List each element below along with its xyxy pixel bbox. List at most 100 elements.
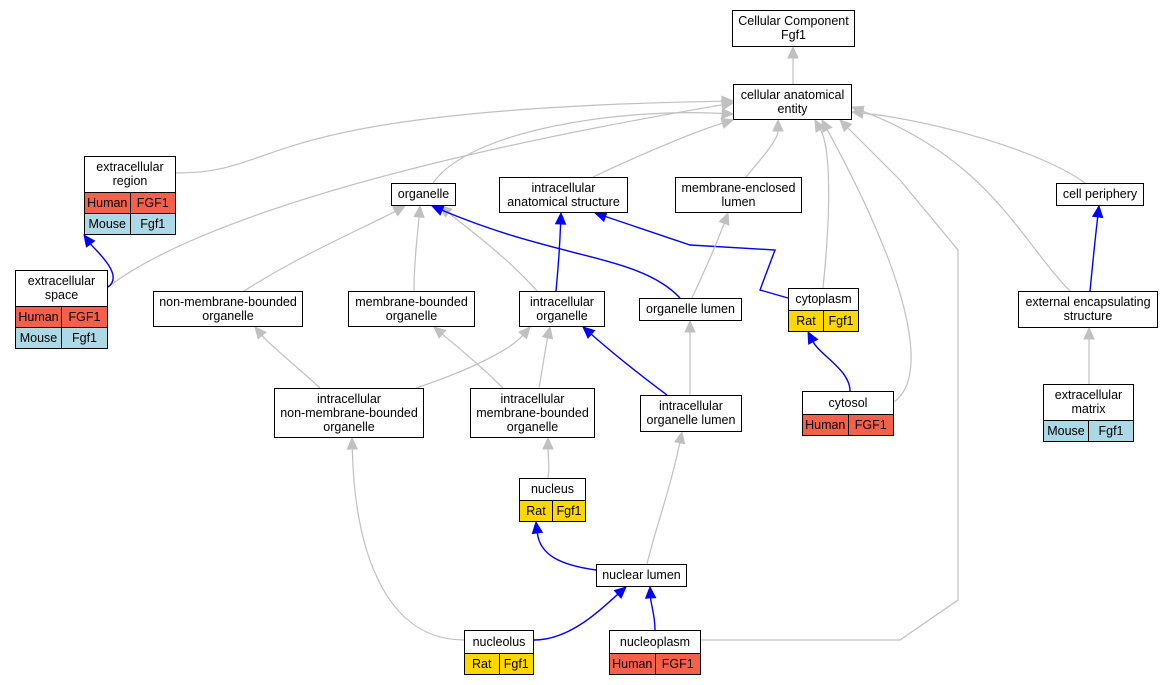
edge-line	[605, 215, 789, 299]
node-mel[interactable]: membrane-enclosed lumen	[675, 177, 802, 213]
node-imbo[interactable]: intracellular membrane-bounded organelle	[470, 388, 595, 438]
edge-line	[448, 212, 538, 292]
edge-line	[89, 243, 114, 288]
arrowhead-icon	[839, 119, 853, 133]
node-label: Cellular Component Fgf1	[738, 14, 849, 42]
edge-mel-to-cae	[745, 118, 784, 178]
node-label: external encapsulating structure	[1025, 295, 1151, 323]
species-label: Rat	[526, 504, 546, 518]
gene-label: Fgf1	[61, 328, 107, 348]
node-inmbo[interactable]: intracellular non-membrane-bounded organ…	[274, 388, 424, 438]
node-root[interactable]: Cellular Component Fgf1	[732, 10, 855, 47]
arrowhead-icon	[593, 211, 608, 223]
edge-io-to-ias	[554, 211, 567, 292]
node-io[interactable]: intracellular organelle	[519, 291, 605, 327]
gene-label: Fgf1	[498, 654, 534, 674]
arrowhead-icon	[721, 107, 735, 120]
node-label: intracellular membrane-bounded organelle	[476, 391, 589, 434]
edge-line	[175, 100, 723, 174]
node-ias[interactable]: intracellular anatomical structure	[499, 177, 628, 213]
edge-io-to-organelle	[439, 205, 538, 292]
arrowhead-icon	[433, 326, 447, 339]
edge-nucleolus-to-inmbo	[346, 436, 465, 641]
node-label: nuclear lumen	[602, 568, 681, 582]
edge-iol-to-ol	[684, 319, 696, 396]
arrowhead-icon	[807, 330, 819, 345]
edge-nuclear-lumen-to-iol	[646, 430, 686, 565]
node-label: nucleus	[530, 482, 575, 496]
node-nuclear-lumen[interactable]: nuclear lumen	[596, 564, 687, 587]
edge-line	[862, 112, 1086, 184]
node-label: organelle	[397, 187, 450, 201]
gene-label: Fgf1	[129, 214, 176, 234]
node-nmbo[interactable]: non-membrane-bounded organelle	[153, 291, 303, 327]
edge-line	[826, 129, 912, 403]
edge-line	[547, 448, 550, 479]
edge-line	[819, 129, 830, 289]
node-organelle[interactable]: organelle	[391, 183, 456, 206]
node-label: membrane-bounded organelle	[355, 294, 468, 323]
node-mbo[interactable]: membrane-bounded organelle	[348, 291, 475, 327]
node-label: nucleoplasm	[619, 634, 691, 649]
edge-line	[415, 334, 524, 389]
species-label: Mouse	[19, 331, 58, 345]
node-ol[interactable]: organelle lumen	[639, 298, 742, 321]
species-label: Human	[612, 657, 653, 671]
edge-organelle-to-cae	[432, 107, 735, 184]
node-ees[interactable]: external encapsulating structure	[1018, 291, 1158, 328]
gene-label: Fgf1	[823, 311, 858, 331]
edge-nucleus-to-imbo	[542, 436, 554, 479]
gene-label: FGF1	[847, 415, 894, 435]
edge-ees-to-cae	[850, 105, 1071, 292]
arrowhead-icon	[518, 326, 531, 340]
edge-imbo-to-mbo	[433, 326, 504, 389]
node-label: intracellular organelle	[530, 294, 594, 323]
edge-nmbo-to-organelle	[243, 205, 407, 292]
edge-line	[538, 337, 549, 389]
arrowhead-icon	[814, 118, 826, 133]
edge-imbo-to-io	[538, 325, 554, 389]
edge-line	[243, 210, 396, 292]
arrowhead-icon	[541, 325, 554, 340]
node-label: cytosol	[828, 395, 868, 410]
arrowhead-icon	[720, 117, 735, 129]
edge-nuclear-lumen-to-nucleus	[531, 520, 597, 571]
node-cae[interactable]: cellular anatomical entity	[733, 84, 852, 120]
edge-line	[555, 223, 562, 292]
node-cell-periphery[interactable]: cell periphery	[1056, 183, 1144, 206]
arrowhead-icon	[787, 45, 799, 59]
arrowhead-icon	[554, 211, 567, 225]
edge-line	[812, 341, 851, 392]
edge-ees-to-cell-periphery	[1089, 204, 1104, 292]
arrowhead-icon	[850, 105, 865, 117]
node-label: organelle lumen	[646, 302, 735, 316]
arrowhead-icon	[772, 118, 784, 132]
species-label: Mouse	[88, 217, 127, 231]
node-iol[interactable]: intracellular organelle lumen	[640, 395, 742, 432]
node-label: extracellular space	[27, 274, 96, 302]
node-label: membrane-enclosed lumen	[681, 180, 796, 209]
edge-nucleoplasm-to-nuclear-lumen	[644, 585, 657, 631]
node-label: nucleolus	[472, 634, 526, 649]
edge-line	[590, 333, 668, 396]
edge-line	[649, 597, 656, 631]
edge-line	[533, 593, 619, 641]
arrowhead-icon	[684, 319, 696, 333]
